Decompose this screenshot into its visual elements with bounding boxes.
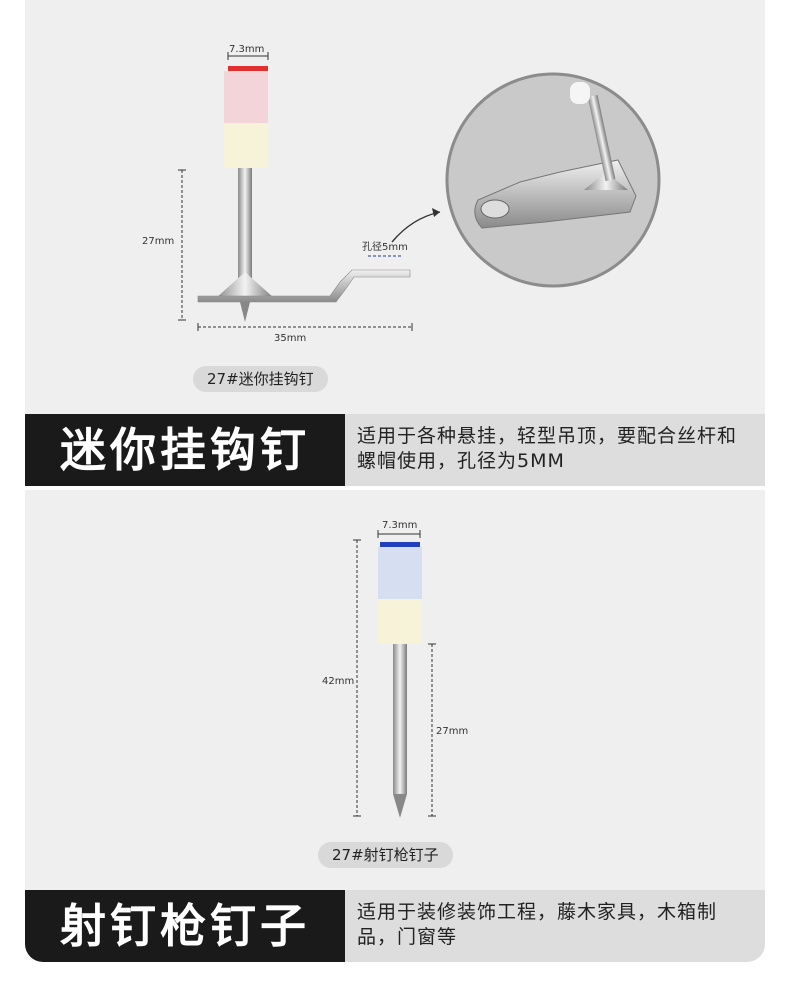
hook-nail-banner-title: 迷你挂钩钉 [25,414,345,486]
hook-nail-product-label: 27#迷你挂钩钉 [193,366,328,392]
nail-gun-nail-banner-desc: 适用于装修装饰工程，藤木家具，木箱制品，门窗等 [345,890,765,962]
hook-nail-width-label: 7.3mm [229,44,265,55]
nail-gun-nail-banner: 射钉枪钉子 适用于装修装饰工程，藤木家具，木箱制品，门窗等 [25,890,765,962]
nail-gun-nail-cap-band [380,542,420,547]
nail-gun-nail-shank-label: 27mm [436,726,469,737]
hook-nail-banner-desc: 适用于各种悬挂，轻型吊顶，要配合丝杆和螺帽使用，孔径为5MM [345,414,765,486]
hook-nail-cap-band [228,66,268,71]
hook-nail-hole-label: 孔径5mm [362,242,408,253]
hook-nail-illustration [178,52,661,331]
nail-gun-nail-total-label: 42mm [322,676,355,687]
hook-nail-length-label: 35mm [274,333,307,344]
hook-nail-banner: 迷你挂钩钉 适用于各种悬挂，轻型吊顶，要配合丝杆和螺帽使用，孔径为5MM [25,414,765,486]
nail-gun-nail-width-label: 7.3mm [382,520,418,531]
nail-gun-nail-banner-title: 射钉枪钉子 [25,890,345,962]
nail-gun-nail-product-label: 27#射钉枪钉子 [318,842,453,868]
nail-gun-nail-illustration [353,530,436,818]
hook-nail-height-label: 27mm [142,236,175,247]
